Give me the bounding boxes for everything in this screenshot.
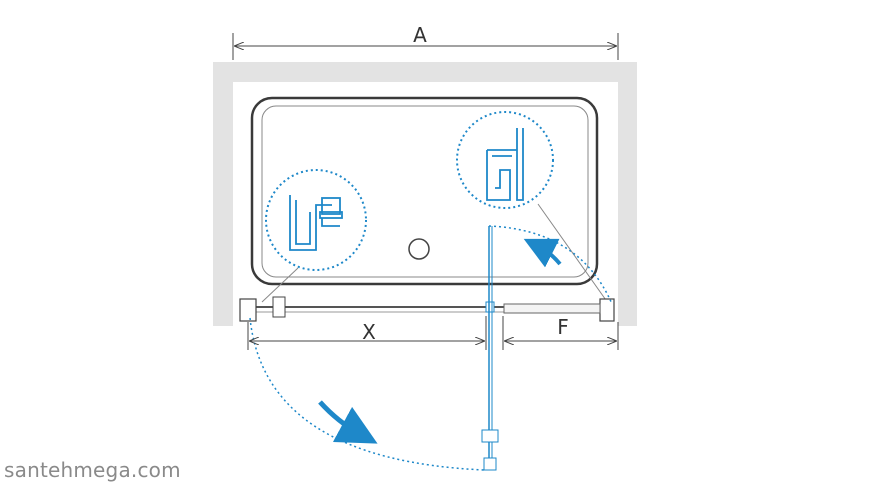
walls — [213, 62, 637, 326]
counterclockwise-arrow-icon — [523, 238, 562, 268]
clockwise-arrow-icon — [318, 400, 378, 444]
detail-zoom-right — [456, 111, 609, 304]
dimension-x: X — [247, 316, 487, 350]
dimension-f-label: F — [557, 315, 569, 339]
right-wall — [618, 62, 637, 326]
left-wall — [213, 62, 233, 326]
drain — [408, 238, 430, 260]
dimension-a: A — [232, 23, 619, 60]
dimension-a-label: A — [413, 23, 427, 47]
door-rail — [239, 296, 615, 322]
back-wall — [213, 62, 637, 82]
swing-door — [249, 225, 613, 471]
detail-zoom-left — [261, 169, 367, 303]
site-watermark: santehmega.com — [4, 458, 181, 482]
dimension-x-label: X — [362, 320, 376, 344]
dimension-f: F — [502, 315, 619, 350]
